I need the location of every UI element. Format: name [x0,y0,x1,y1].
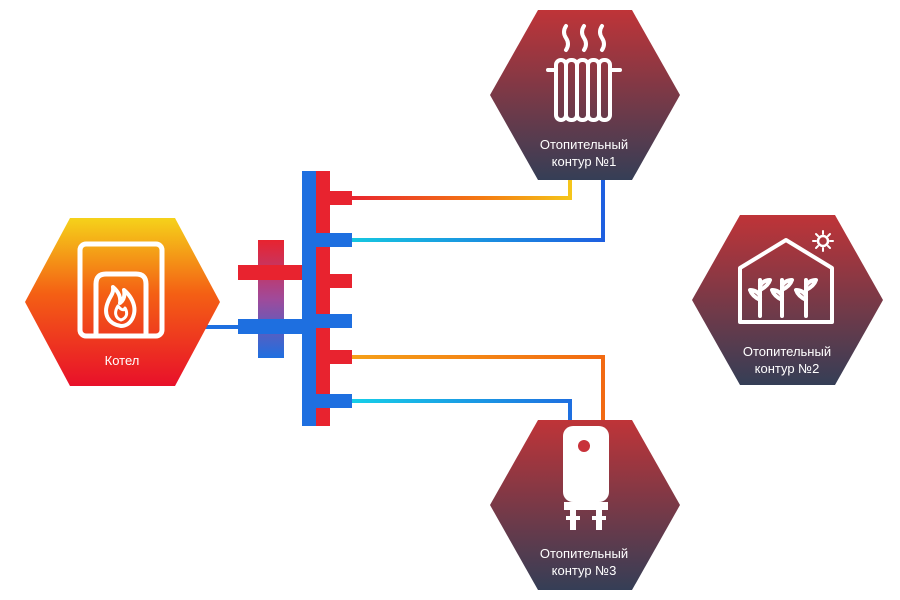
circuit1-node[interactable] [490,10,680,180]
boiler-fire-icon [77,241,165,339]
pipes [198,176,702,424]
circuit1-label: Отопительный контур №1 [539,137,629,169]
circuit2-node[interactable] [692,215,883,385]
hydraulic-separator [238,240,304,358]
circuit2-label: Отопительный контур №2 [742,344,832,376]
circuit3-return-pipe [350,399,572,424]
radiator-icon [546,24,622,122]
greenhouse-icon [738,230,834,324]
circuit3-supply-pipe [350,355,605,424]
return-manifold [302,171,316,426]
boiler-label: Котел [104,353,140,368]
distribution-manifold [302,171,352,426]
supply-manifold [316,171,330,426]
circuit3-label: Отопительный контур №3 [539,546,629,578]
circuit1-supply-pipe [350,178,572,200]
circuit3-node[interactable] [490,420,680,590]
boiler-node[interactable] [25,218,220,386]
water-heater-icon [563,426,609,530]
circuit1-return-pipe [350,176,605,242]
